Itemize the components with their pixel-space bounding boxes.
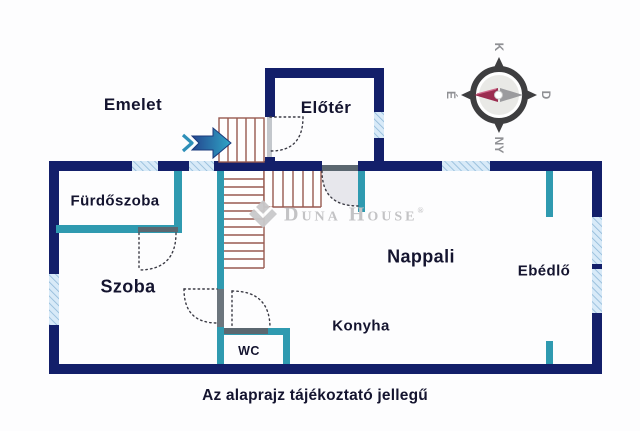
exterior-walls: [49, 68, 602, 374]
compass-label-west: NY: [492, 137, 506, 154]
label-bathroom: Fürdőszoba: [70, 192, 160, 210]
windows: [49, 112, 602, 325]
label-dining-room: Ebédlő: [517, 262, 571, 280]
watermark-brand: Duna House®: [284, 204, 423, 227]
compass-rose: K D NY É: [444, 43, 553, 154]
watermark-brand-text: Duna House: [284, 203, 418, 226]
entry-door-swing: [322, 171, 358, 206]
label-kitchen: Konyha: [332, 317, 390, 335]
label-wc: WC: [238, 344, 260, 358]
label-room: Szoba: [100, 276, 156, 297]
label-living-room: Nappali: [387, 246, 455, 267]
watermark-diamond-icon: [249, 200, 277, 228]
doors: [138, 116, 359, 334]
compass-needle-north: [474, 88, 498, 102]
compass-label-south: D: [539, 91, 553, 100]
watermark-registered-mark: ®: [417, 205, 424, 215]
compass-needle-south: [500, 88, 523, 102]
label-upper-floor: Emelet: [103, 95, 163, 114]
label-foyer: Előtér: [300, 98, 352, 117]
compass-label-east: K: [492, 43, 506, 52]
staircase: [218, 117, 322, 269]
compass-label-north: É: [444, 91, 459, 99]
disclaimer-caption: Az alaprajz tájékoztató jellegű: [202, 387, 428, 404]
entrance-arrow-icon: [181, 126, 232, 160]
